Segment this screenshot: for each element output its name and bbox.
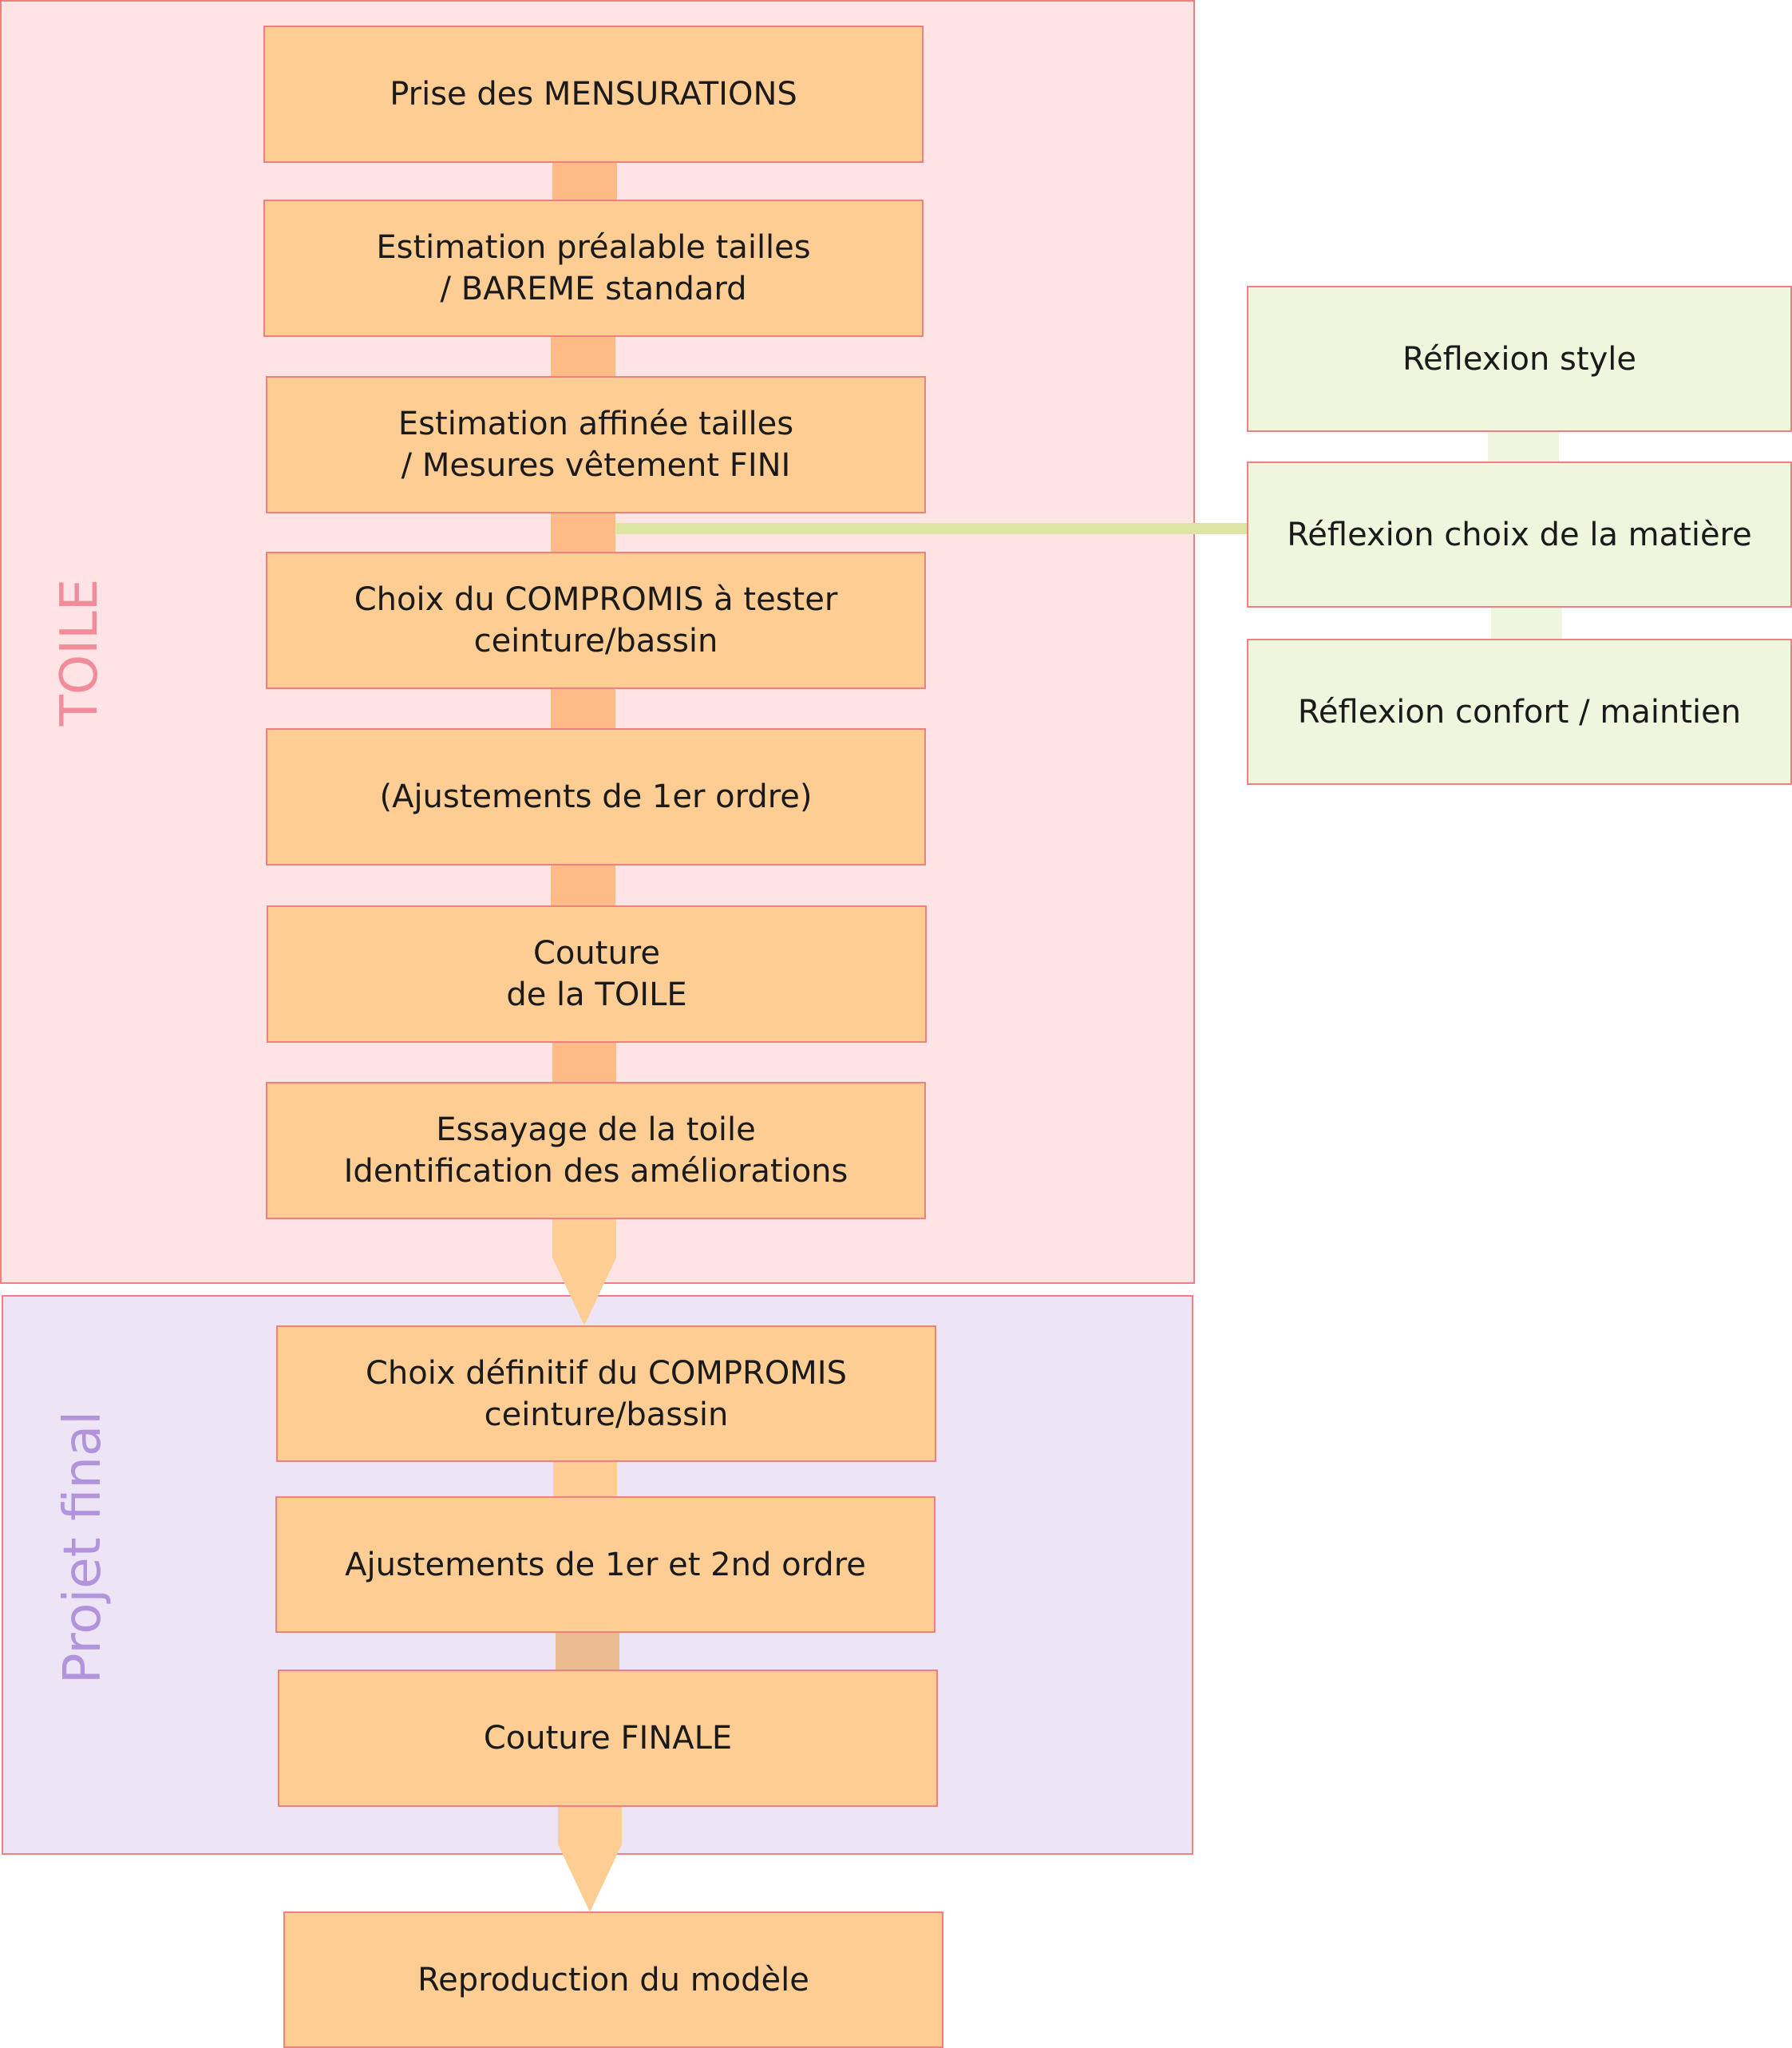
step-ajustements-2nd: Ajustements de 1er et 2nd ordre xyxy=(275,1496,936,1633)
connector xyxy=(556,1631,619,1671)
step-mensurations: Prise des MENSURATIONS xyxy=(263,26,924,163)
step-ajustements-1er: (Ajustements de 1er ordre) xyxy=(266,728,926,866)
step-couture-toile: Couture de la TOILE xyxy=(267,905,927,1043)
reflexion-connector xyxy=(1488,431,1559,462)
step-estimation-prealable: Estimation préalable tailles / BAREME st… xyxy=(263,200,924,337)
step-choix-definitif: Choix définitif du COMPROMIS ceinture/ba… xyxy=(276,1325,936,1462)
step-reproduction: Reproduction du modèle xyxy=(283,1911,943,2048)
step-choix-compromis: Choix du COMPROMIS à tester ceinture/bas… xyxy=(266,552,926,689)
step-estimation-affinee: Estimation affinée tailles / Mesures vêt… xyxy=(266,376,926,513)
reflexion-confort: Réflexion confort / maintien xyxy=(1247,639,1792,785)
reflexion-connector xyxy=(1491,606,1562,640)
step-couture-finale: Couture FINALE xyxy=(278,1670,938,1807)
connector xyxy=(551,864,615,906)
step-essayage: Essayage de la toile Identification des … xyxy=(266,1082,926,1219)
connector xyxy=(551,687,615,729)
reflexion-link-line xyxy=(616,523,1248,534)
connector xyxy=(551,513,615,553)
reflexion-style: Réflexion style xyxy=(1247,286,1792,432)
reflexion-matiere: Réflexion choix de la matière xyxy=(1247,461,1792,608)
connector xyxy=(552,1041,616,1083)
connector xyxy=(551,335,615,377)
connector xyxy=(552,162,617,200)
connector xyxy=(553,1460,617,1497)
